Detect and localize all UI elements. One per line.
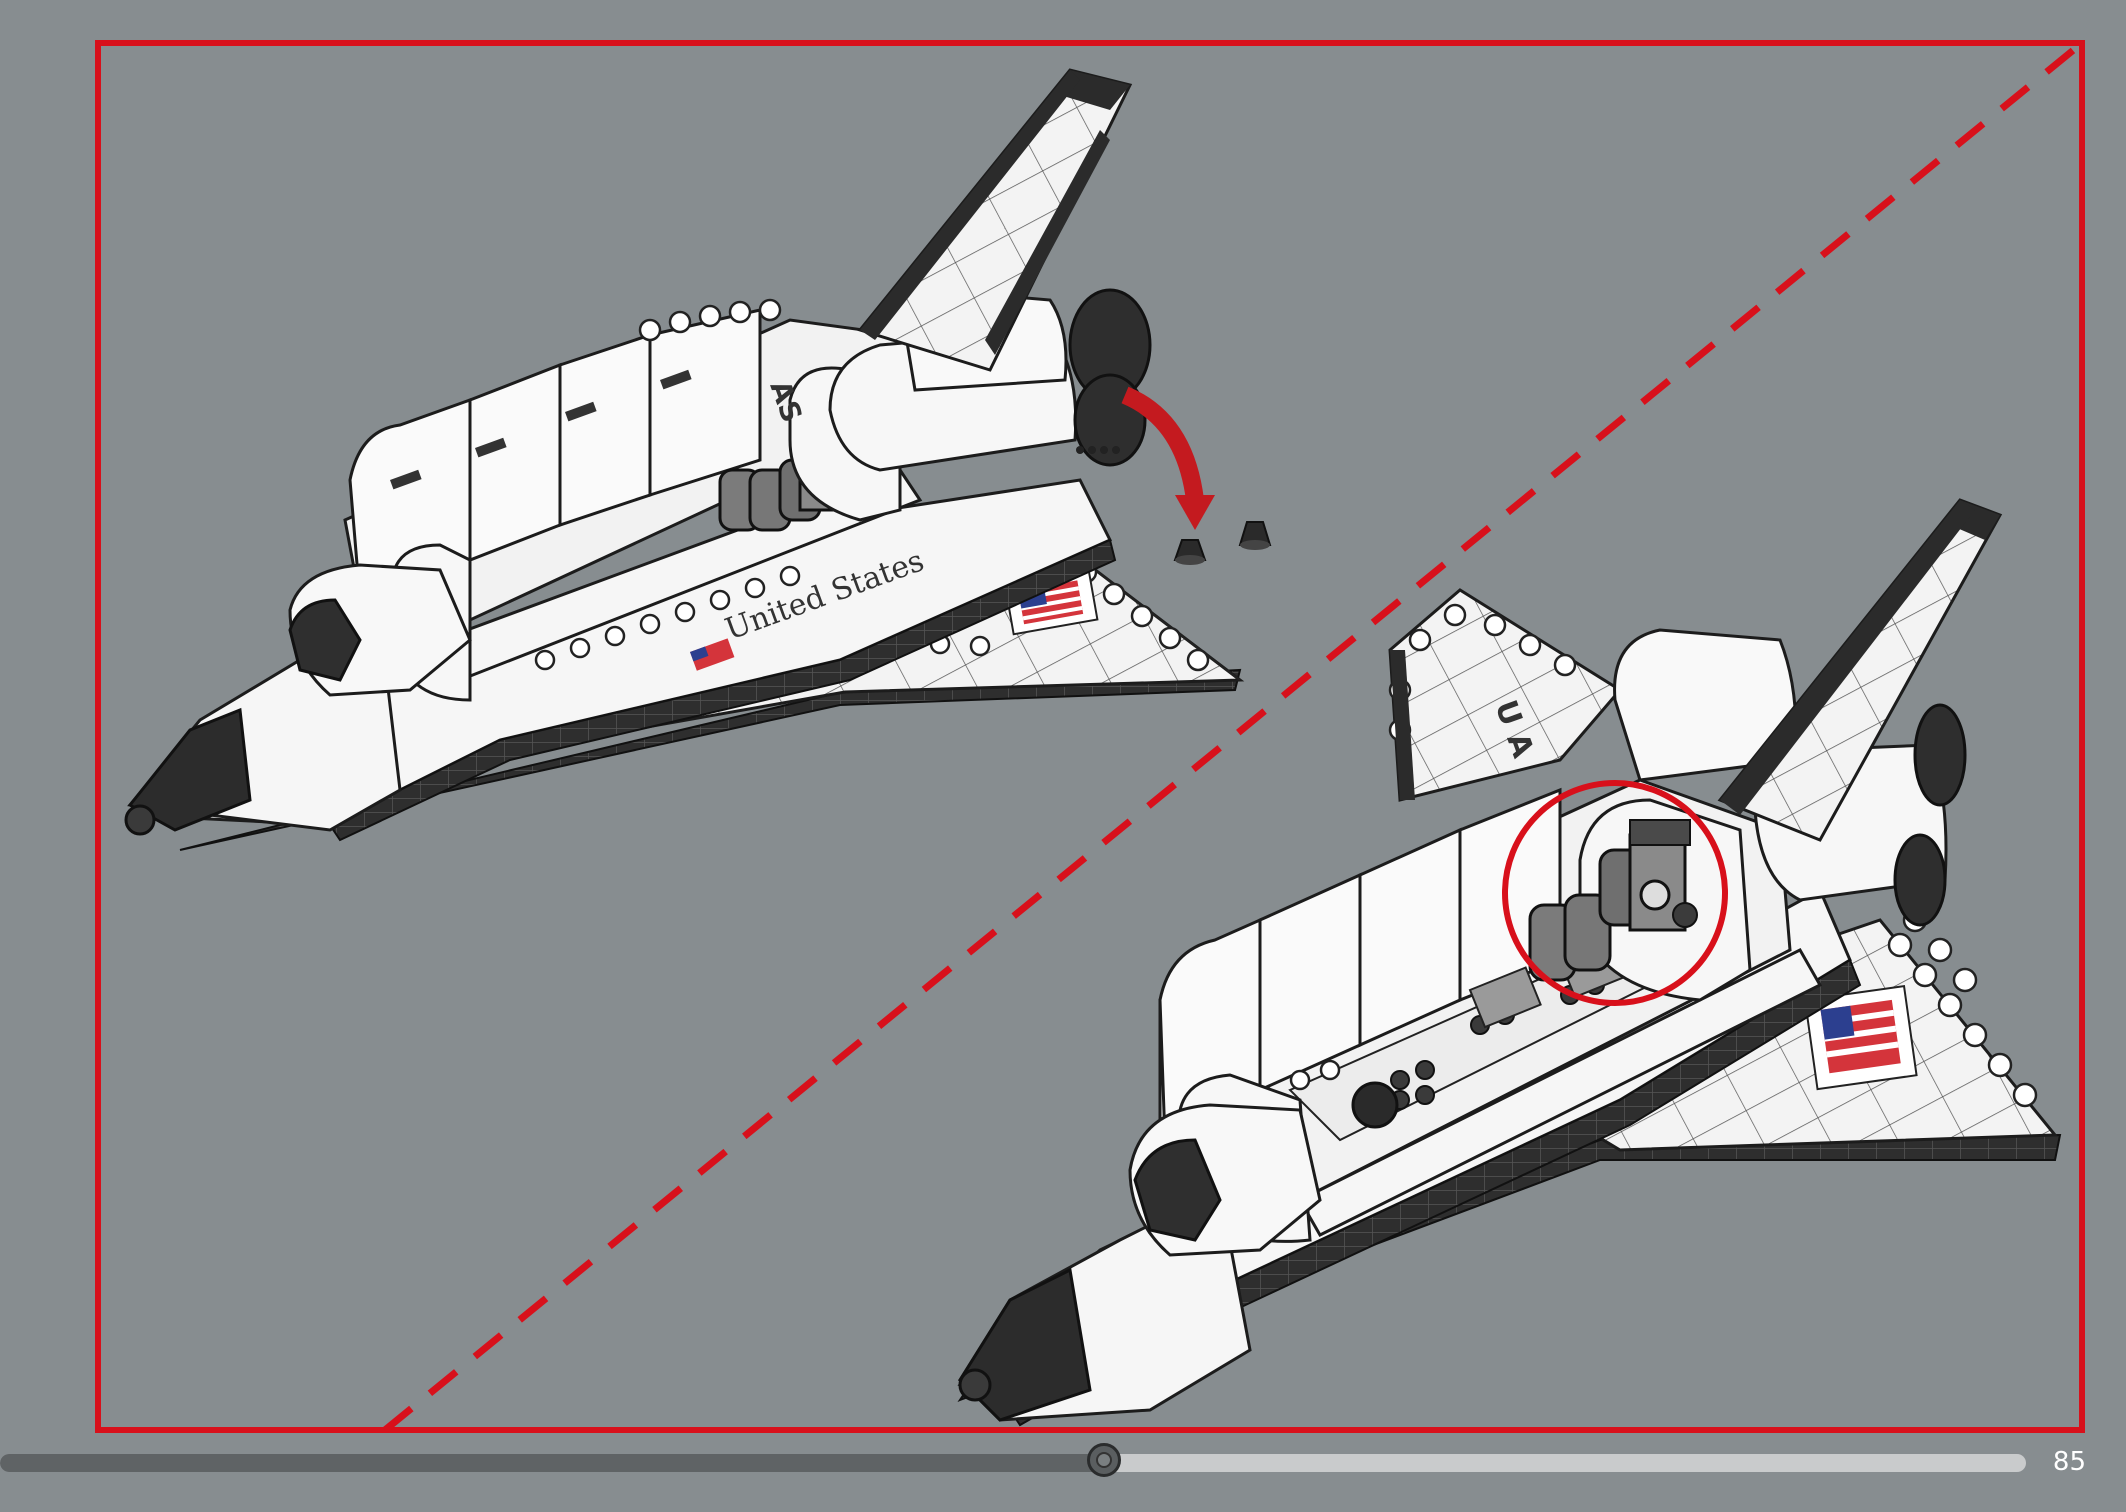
progress-fill [0, 1454, 1105, 1472]
progress-bar[interactable] [0, 1454, 2026, 1472]
cone-piece-icon [1173, 521, 1272, 565]
shuttle-left: United States [124, 68, 1272, 851]
panel-divider [382, 40, 2085, 1433]
shuttle-right: U A [957, 498, 2062, 1427]
progress-handle[interactable] [1087, 1443, 1122, 1477]
flag-decal-right [1803, 984, 1918, 1091]
rotation-arrow-icon [1121, 386, 1215, 530]
payload-mechanism-right [1528, 819, 1698, 982]
step-frame [95, 40, 2085, 1433]
highlight-circle [1502, 780, 1728, 1006]
page-number: 85 [2052, 1447, 2086, 1477]
